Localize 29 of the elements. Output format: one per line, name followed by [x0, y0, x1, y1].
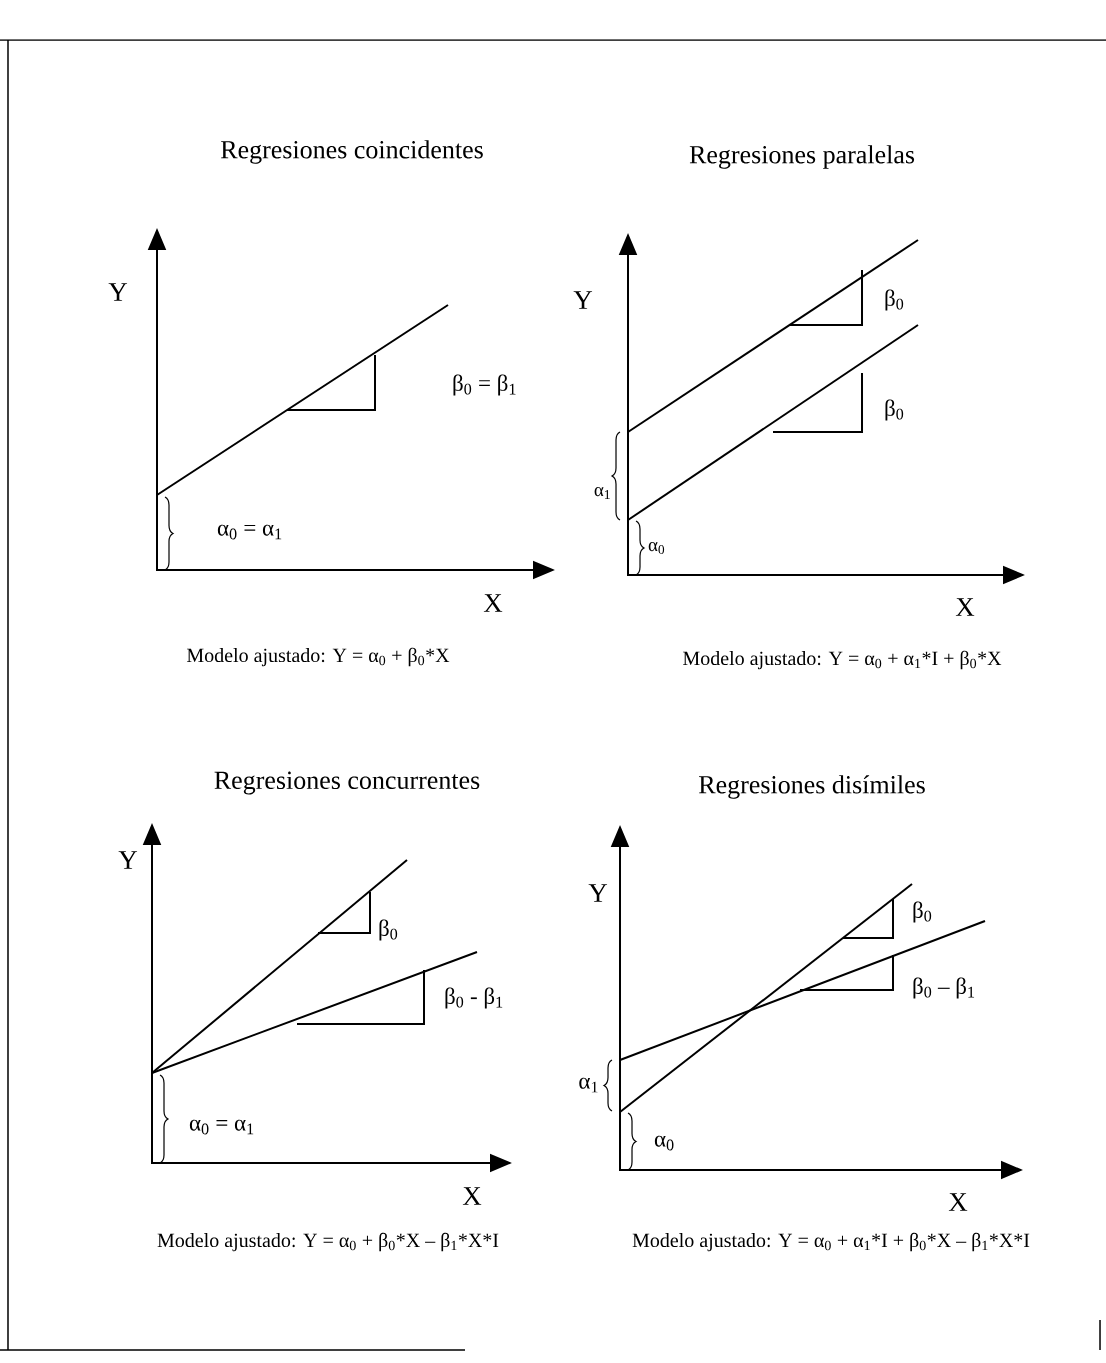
- axis-label: X: [483, 594, 503, 612]
- axis-label: X: [955, 598, 975, 616]
- axis-label: Y: [108, 283, 128, 301]
- axis-label: Y: [118, 851, 138, 869]
- panel-title: Regresiones coincidentes: [221, 140, 483, 164]
- parameter-label: β$_{0}$ – β$_{1}$: [913, 977, 975, 999]
- parameter-label: β$_{0}$: [379, 919, 398, 941]
- parameter-label: β$_{0}$: [885, 399, 904, 421]
- parameter-label: β$_{0}$: [885, 289, 904, 311]
- parameter-label: β$_{0}$: [913, 901, 932, 923]
- panel-title: Regresiones disímiles: [699, 775, 925, 799]
- parameter-label: α$_{0}$: [648, 542, 665, 554]
- parameter-label: β$_{0}$ - β$_{1}$: [445, 987, 503, 1009]
- parameter-label: β$_{0}$ = β$_{1}$: [453, 374, 516, 396]
- axis-label: X: [462, 1187, 482, 1205]
- model-equation: Modelo ajustado: Y = α$_{0}$ + β$_{0}$*X: [187, 647, 450, 667]
- parameter-label: α$_{0}$ = α$_{1}$: [189, 1119, 254, 1135]
- model-equation: Modelo ajustado: Y = α$_{0}$ + α$_{1}$*I + β$_{0}$*X: [683, 650, 1002, 670]
- panel-title: Regresiones paralelas: [689, 145, 915, 169]
- axis-label: Y: [588, 884, 608, 902]
- parameter-label: α$_{1}$: [594, 487, 610, 499]
- axis-label: Y: [573, 291, 593, 309]
- parameter-label: α$_{1}$: [579, 1077, 598, 1093]
- panel-title: Regresiones concurrentes: [214, 771, 480, 795]
- parameter-label: α$_{0}$ = α$_{1}$: [217, 524, 282, 540]
- model-equation: Modelo ajustado: Y = α$_{0}$ + β$_{0}$*X – β$_{1}$*X*I: [157, 1232, 499, 1252]
- model-equation: Modelo ajustado: Y = α$_{0}$ + α$_{1}$*I + β$_{0}$*X – β$_{1}$*X*I: [632, 1232, 1030, 1252]
- parameter-label: α$_{0}$: [654, 1135, 674, 1151]
- axis-label: X: [948, 1193, 968, 1211]
